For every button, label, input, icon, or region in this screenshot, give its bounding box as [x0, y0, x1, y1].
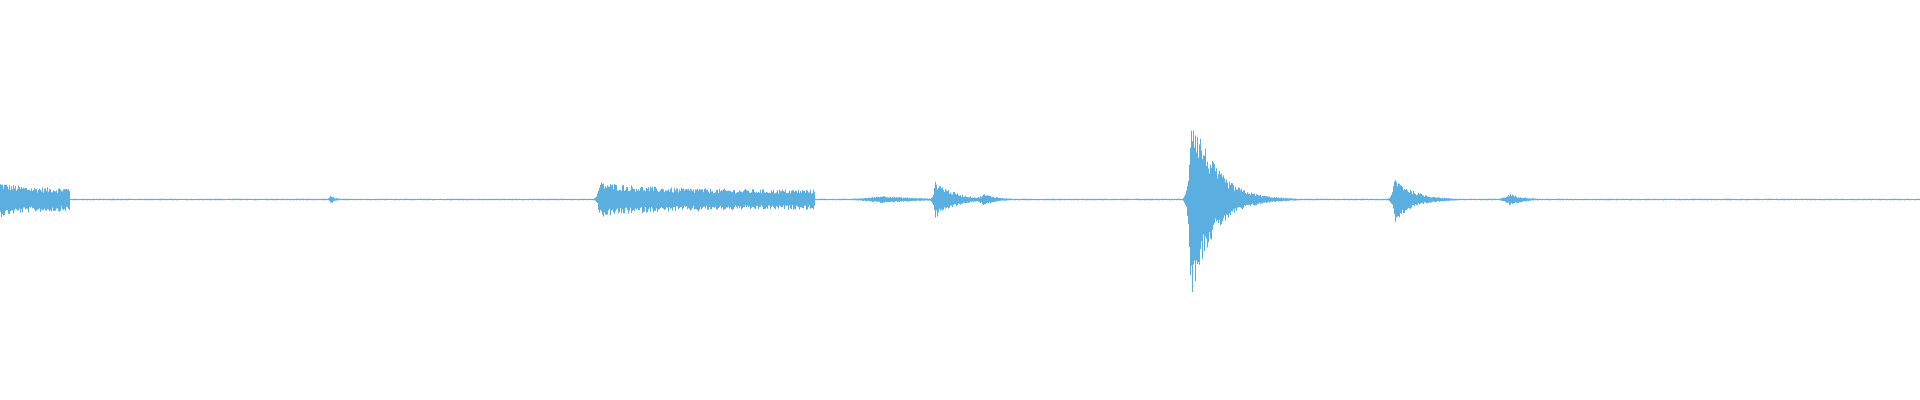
waveform-trace — [0, 130, 1920, 293]
